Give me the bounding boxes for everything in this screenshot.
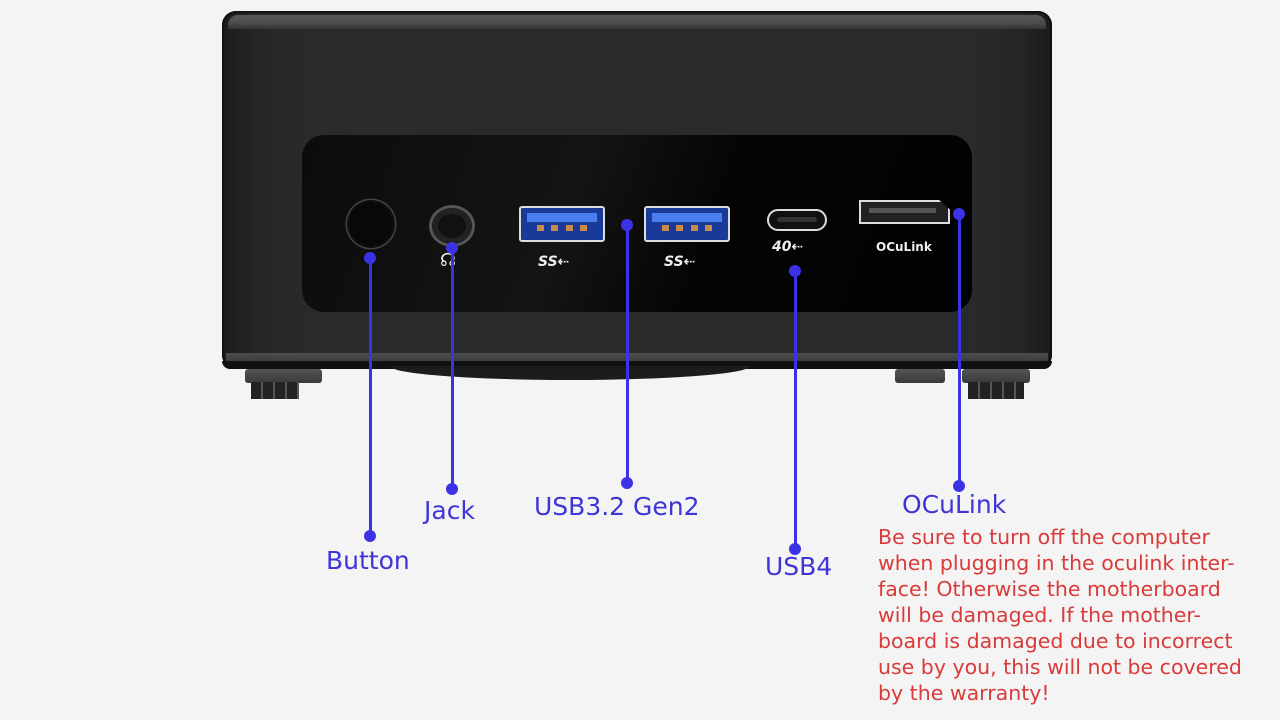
- power-button-icon: [347, 200, 395, 248]
- oculink-logo: OCuLink: [876, 240, 932, 254]
- label-jack: Jack: [424, 496, 475, 525]
- callout-line-oculink: [958, 214, 961, 486]
- bottom-bevel: [226, 353, 1048, 363]
- superspeed-logo-icon: SS⇠: [664, 254, 696, 270]
- warning-line: when plugging in the oculink inter-: [878, 551, 1235, 575]
- callout-line-usb32: [626, 225, 629, 483]
- usb4-40gbps-logo-icon: 40⇠: [772, 239, 804, 255]
- callout-line-jack: [451, 248, 454, 488]
- headphone-jack-icon: [432, 208, 472, 244]
- callout-dot: [621, 477, 633, 489]
- bottom-edge: [222, 361, 1052, 369]
- label-oculink: OCuLink: [902, 490, 1007, 519]
- oculink-port-icon: [859, 200, 950, 224]
- usb-c-port-icon: [767, 209, 827, 231]
- warning-line: will be damaged. If the mother-: [878, 603, 1201, 627]
- callout-line-usb4: [794, 271, 797, 549]
- superspeed-logo-icon: SS⇠: [538, 254, 570, 270]
- oculink-warning-text: Be sure to turn off the computer when pl…: [878, 524, 1278, 706]
- stand: [390, 366, 750, 380]
- usb-a-port-icon: [519, 206, 605, 242]
- foot-right: [962, 369, 1030, 399]
- callout-dot: [953, 480, 965, 492]
- usb-a-port-icon: [644, 206, 730, 242]
- foot-right-small: [895, 369, 945, 399]
- label-button: Button: [326, 546, 410, 575]
- callout-dot: [364, 530, 376, 542]
- warning-line: board is damaged due to incorrect: [878, 629, 1233, 653]
- label-usb32-gen2: USB3.2 Gen2: [534, 492, 700, 521]
- callout-dot: [446, 483, 458, 495]
- warning-line: by the warranty!: [878, 681, 1050, 705]
- label-usb4: USB4: [765, 552, 833, 581]
- callout-line-button: [369, 258, 372, 536]
- foot-left-small: [300, 369, 322, 399]
- top-bevel: [228, 15, 1046, 29]
- callout-dot: [789, 543, 801, 555]
- warning-line: use by you, this will not be covered: [878, 655, 1242, 679]
- foot-left: [245, 369, 305, 399]
- mini-pc-chassis: [222, 11, 1052, 369]
- warning-line: Be sure to turn off the computer: [878, 525, 1210, 549]
- warning-line: face! Otherwise the motherboard: [878, 577, 1221, 601]
